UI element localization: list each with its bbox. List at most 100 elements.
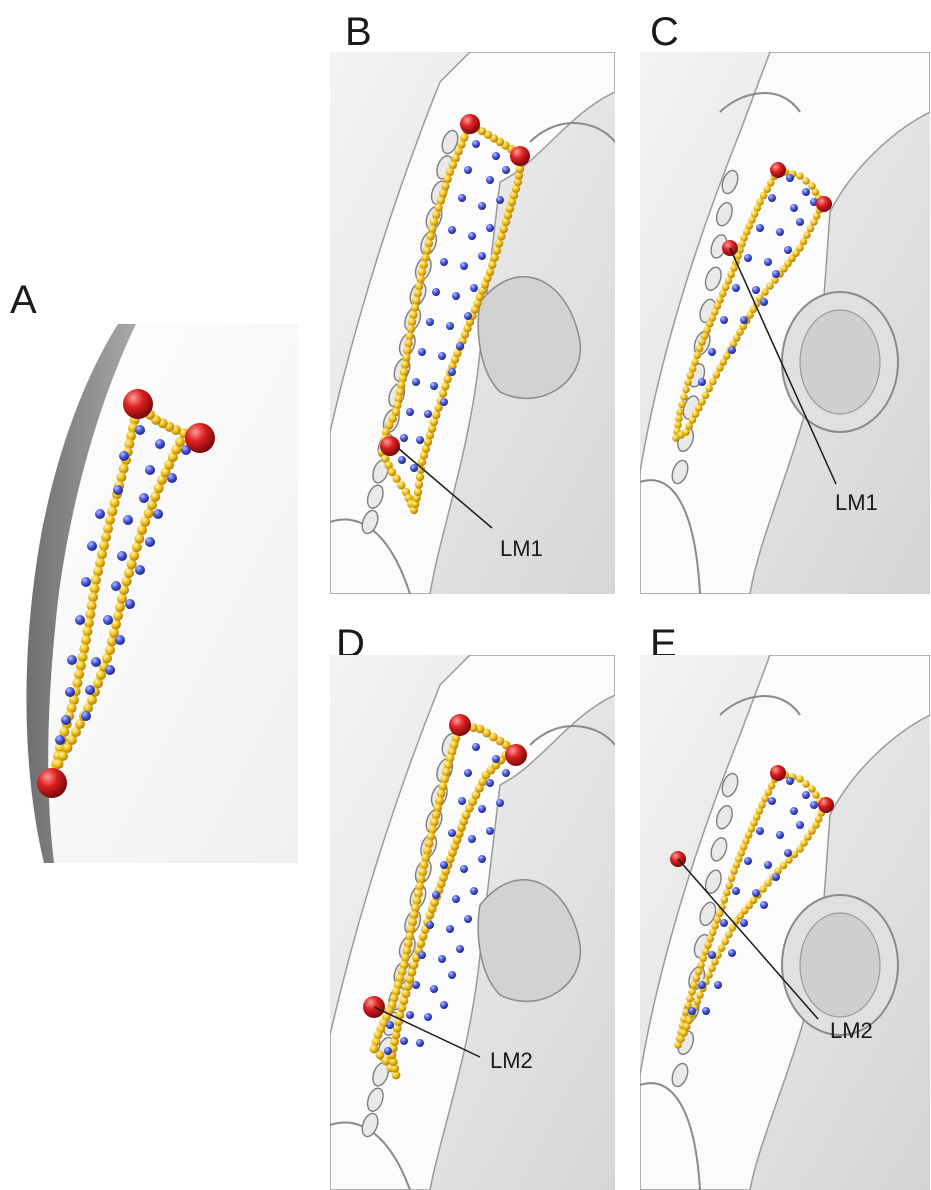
surface-semilandmark [810, 801, 818, 809]
surface-semilandmark [776, 228, 784, 236]
curve-semilandmark [103, 524, 113, 534]
surface-semilandmark [75, 615, 85, 625]
surface-semilandmark [115, 635, 125, 645]
surface-semilandmark [446, 925, 454, 933]
surface-semilandmark [416, 1039, 424, 1047]
surface-semilandmark [432, 288, 440, 296]
curve-semilandmark [695, 968, 703, 976]
surface-semilandmark [103, 615, 113, 625]
curve-semilandmark [759, 885, 767, 893]
curve-semilandmark [684, 378, 692, 386]
curve-semilandmark [696, 991, 704, 999]
surface-semilandmark [113, 485, 123, 495]
surface-semilandmark [786, 174, 794, 182]
surface-semilandmark [698, 981, 706, 989]
curve-semilandmark [418, 268, 426, 276]
curve-semilandmark [725, 931, 733, 939]
curve-semilandmark [678, 401, 686, 409]
curve-semilandmark [705, 971, 713, 979]
curve-semilandmark [808, 785, 816, 793]
surface-semilandmark [472, 743, 480, 751]
curve-semilandmark [97, 549, 107, 559]
surface-semilandmark [67, 655, 77, 665]
curve-semilandmark [446, 168, 454, 176]
surface-semilandmark [145, 465, 155, 475]
curve-semilandmark [802, 177, 810, 185]
surface-semilandmark [87, 541, 97, 551]
curve-semilandmark [694, 352, 702, 360]
surface-semilandmark [784, 849, 792, 857]
surface-semilandmark [410, 464, 418, 472]
curve-semilandmark [402, 354, 410, 362]
curve-semilandmark [408, 318, 416, 326]
surface-semilandmark [452, 895, 460, 903]
surface-semilandmark [502, 166, 510, 174]
curve-semilandmark [444, 375, 452, 383]
panel-c-lm1-label: LM1 [835, 492, 878, 514]
surface-semilandmark [708, 951, 716, 959]
curve-semilandmark [416, 275, 424, 283]
curve-semilandmark [721, 896, 729, 904]
surface-semilandmark [81, 577, 91, 587]
curve-semilandmark [420, 261, 428, 269]
curve-semilandmark [72, 678, 82, 688]
surface-semilandmark [426, 318, 434, 326]
surface-semilandmark [145, 537, 155, 547]
curve-semilandmark [99, 541, 109, 551]
curve-semilandmark [81, 635, 91, 645]
surface-semilandmark [796, 821, 804, 829]
surface-semilandmark [426, 921, 434, 929]
curve-semilandmark [76, 661, 86, 671]
surface-semilandmark [744, 857, 752, 865]
surface-semilandmark [81, 711, 91, 721]
curve-semilandmark [78, 652, 88, 662]
panel-label-a: A [10, 280, 37, 320]
curve-semilandmark [430, 218, 438, 226]
surface-semilandmark [790, 807, 798, 815]
curve-semilandmark [721, 938, 729, 946]
curve-semilandmark [425, 239, 433, 247]
surface-semilandmark [111, 581, 121, 591]
surface-semilandmark [740, 316, 748, 324]
curve-semilandmark [766, 282, 774, 290]
curve-semilandmark [129, 551, 139, 561]
surface-semilandmark [95, 509, 105, 519]
surface-semilandmark [400, 434, 408, 442]
panel-e-specimen [640, 655, 930, 1190]
panel-b-lm1-label: LM1 [500, 538, 543, 560]
surface-semilandmark [790, 204, 798, 212]
surface-semilandmark [464, 769, 472, 777]
curve-semilandmark [432, 411, 440, 419]
surface-semilandmark [478, 252, 486, 260]
surface-semilandmark [440, 398, 448, 406]
curve-semilandmark [730, 867, 738, 875]
surface-semilandmark [714, 981, 722, 989]
curve-semilandmark [711, 958, 719, 966]
curve-semilandmark [493, 246, 501, 254]
curve-semilandmark [497, 232, 505, 240]
curve-semilandmark [90, 584, 100, 594]
surface-semilandmark [478, 202, 486, 210]
landmark [185, 423, 215, 453]
curve-semilandmark [93, 566, 103, 576]
surface-semilandmark [448, 829, 456, 837]
landmark [37, 768, 67, 798]
curve-semilandmark [723, 889, 731, 897]
curve-semilandmark [122, 576, 132, 586]
curve-semilandmark [689, 365, 697, 373]
curve-semilandmark [495, 239, 503, 247]
surface-semilandmark [464, 312, 472, 320]
curve-semilandmark [680, 393, 688, 401]
surface-semilandmark [117, 551, 127, 561]
curve-semilandmark [761, 288, 769, 296]
curve-semilandmark [500, 225, 508, 233]
surface-semilandmark [702, 1007, 710, 1015]
curve-semilandmark [134, 534, 144, 544]
curve-semilandmark [488, 261, 496, 269]
surface-semilandmark [756, 224, 764, 232]
curve-semilandmark [91, 575, 101, 585]
curve-semilandmark [486, 268, 494, 276]
surface-semilandmark [772, 873, 780, 881]
surface-semilandmark [458, 194, 466, 202]
curve-semilandmark [490, 254, 498, 262]
